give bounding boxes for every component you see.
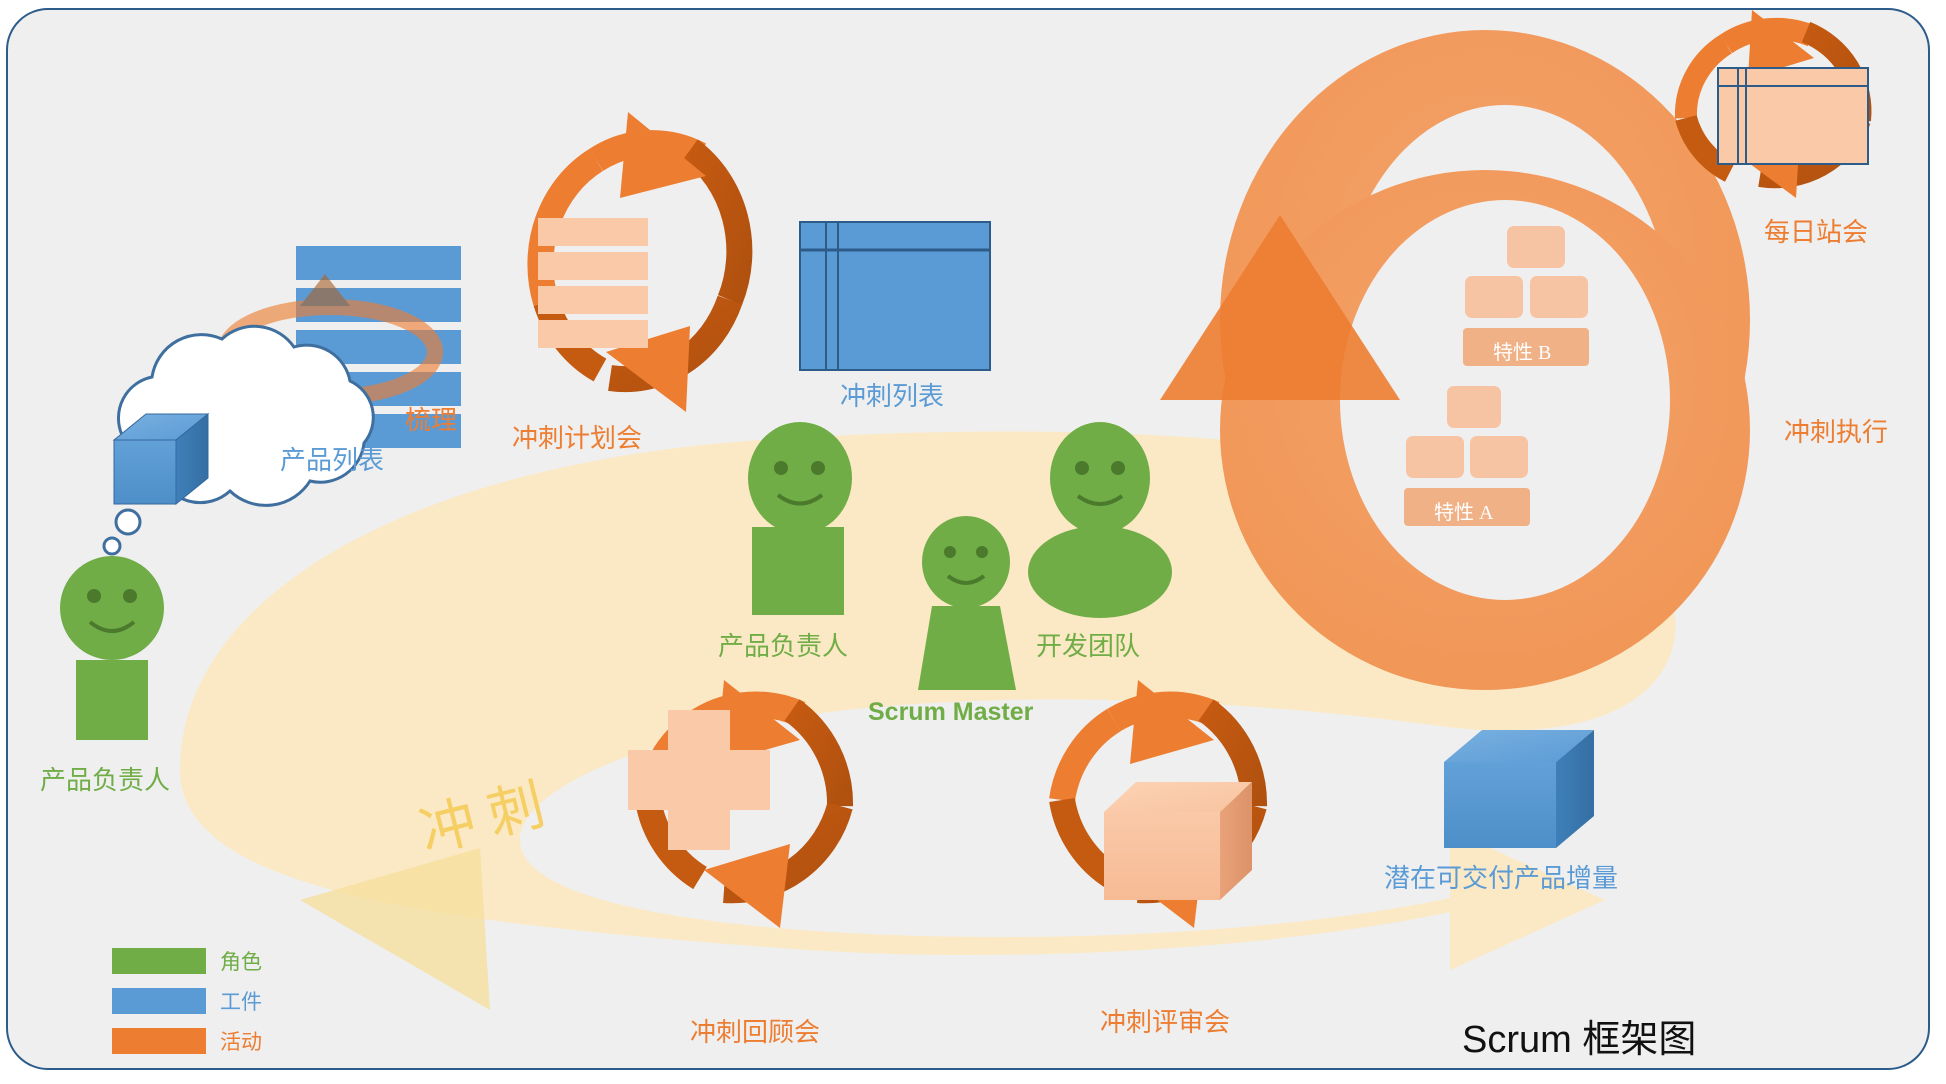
legend-label-roles: 角色 — [220, 950, 262, 974]
product-backlog-label: 产品列表 — [280, 446, 385, 475]
sprint-planning-label: 冲刺计划会 — [512, 424, 643, 453]
feature-blocks — [1404, 226, 1589, 526]
daily-standup-cycle — [1674, 10, 1872, 198]
sprint-backlog-label: 冲刺列表 — [840, 382, 945, 411]
feature-a-label: 特性 A — [1434, 502, 1494, 524]
increment-cube-icon — [1444, 730, 1594, 848]
legend-swatch-roles — [112, 948, 206, 974]
sprint-planning-cycle — [527, 112, 753, 412]
plus-icon — [628, 710, 770, 850]
sprint-review-label: 冲刺评审会 — [1100, 1008, 1231, 1037]
dev-team-label: 开发团队 — [1036, 632, 1141, 661]
feature-b-label: 特性 B — [1493, 342, 1552, 364]
role-product-owner-left-figure — [60, 556, 164, 740]
vision-thought-cloud — [102, 324, 375, 556]
diagram-title: Scrum 框架图 — [1462, 1019, 1697, 1061]
legend-swatch-artifacts — [112, 988, 206, 1014]
role-product-owner-figure — [748, 422, 852, 615]
legend-label-artifacts: 工件 — [220, 990, 262, 1014]
sprint-backlog-icon — [799, 221, 991, 371]
sprint-retrospective-cycle — [628, 680, 854, 928]
feature-b-block — [1463, 328, 1589, 366]
sprint-execution-label: 冲刺执行 — [1784, 418, 1889, 447]
sprint-retrospective-label: 冲刺回顾会 — [690, 1018, 821, 1047]
sprint-arrowhead — [300, 848, 490, 1010]
legend-item-artifacts: 工件 — [112, 986, 262, 1016]
sprint-review-cycle — [1049, 680, 1268, 928]
grooming-label: 梳理 — [405, 406, 458, 435]
legend-item-activities: 活动 — [112, 1026, 262, 1056]
execution-arrow-triangle — [1160, 215, 1400, 400]
increment-label: 潜在可交付产品增量 — [1384, 864, 1619, 893]
product-owner-label: 产品负责人 — [718, 632, 849, 661]
role-dev-team-figure — [1028, 422, 1172, 618]
daily-standup-label: 每日站会 — [1764, 218, 1869, 247]
product-owner-left-label: 产品负责人 — [40, 766, 171, 795]
scrum-master-label: Scrum Master — [868, 698, 1034, 726]
legend-label-activities: 活动 — [220, 1030, 262, 1054]
feature-a-block — [1404, 488, 1530, 526]
legend-swatch-activities — [112, 1028, 206, 1054]
role-scrum-master-figure — [918, 516, 1016, 690]
legend-item-roles: 角色 — [112, 946, 262, 976]
